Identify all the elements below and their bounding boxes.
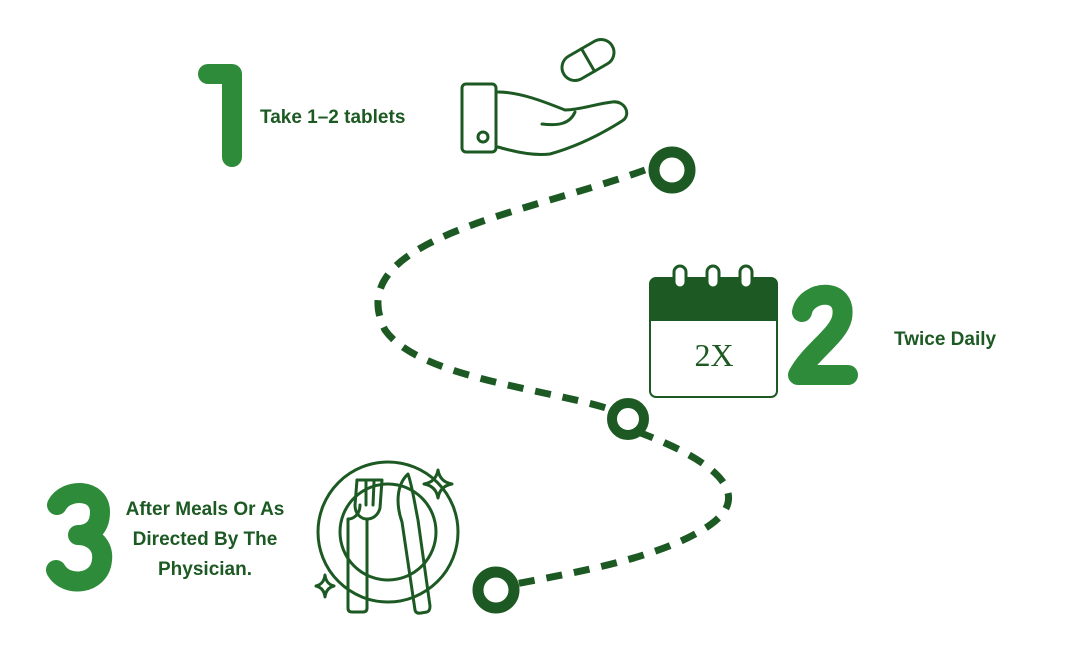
- path-node-2: [607, 398, 649, 440]
- plate-fork-knife-icon: [314, 460, 460, 615]
- step-3-label-line-3: Physician.: [158, 559, 252, 580]
- step-number-2: [788, 284, 858, 385]
- step-2-label: Twice Daily: [894, 329, 997, 350]
- step-3-label-line-2: Directed By The: [132, 529, 278, 550]
- step-3-label-line-1: After Meals Or As: [125, 499, 285, 520]
- step-number-1: [198, 64, 242, 167]
- step-3-label: After Meals Or As Directed By The Physic…: [112, 495, 298, 585]
- step-1-label: Take 1–2 tablets: [260, 107, 406, 128]
- calendar-text: 2X: [694, 337, 733, 373]
- hand-with-pill-icon: [460, 38, 629, 156]
- path-node-3: [472, 566, 520, 614]
- step-number-3: [46, 483, 113, 592]
- calendar-icon: 2X: [649, 264, 778, 398]
- path-node-1: [648, 146, 696, 194]
- dashed-path: [374, 166, 733, 589]
